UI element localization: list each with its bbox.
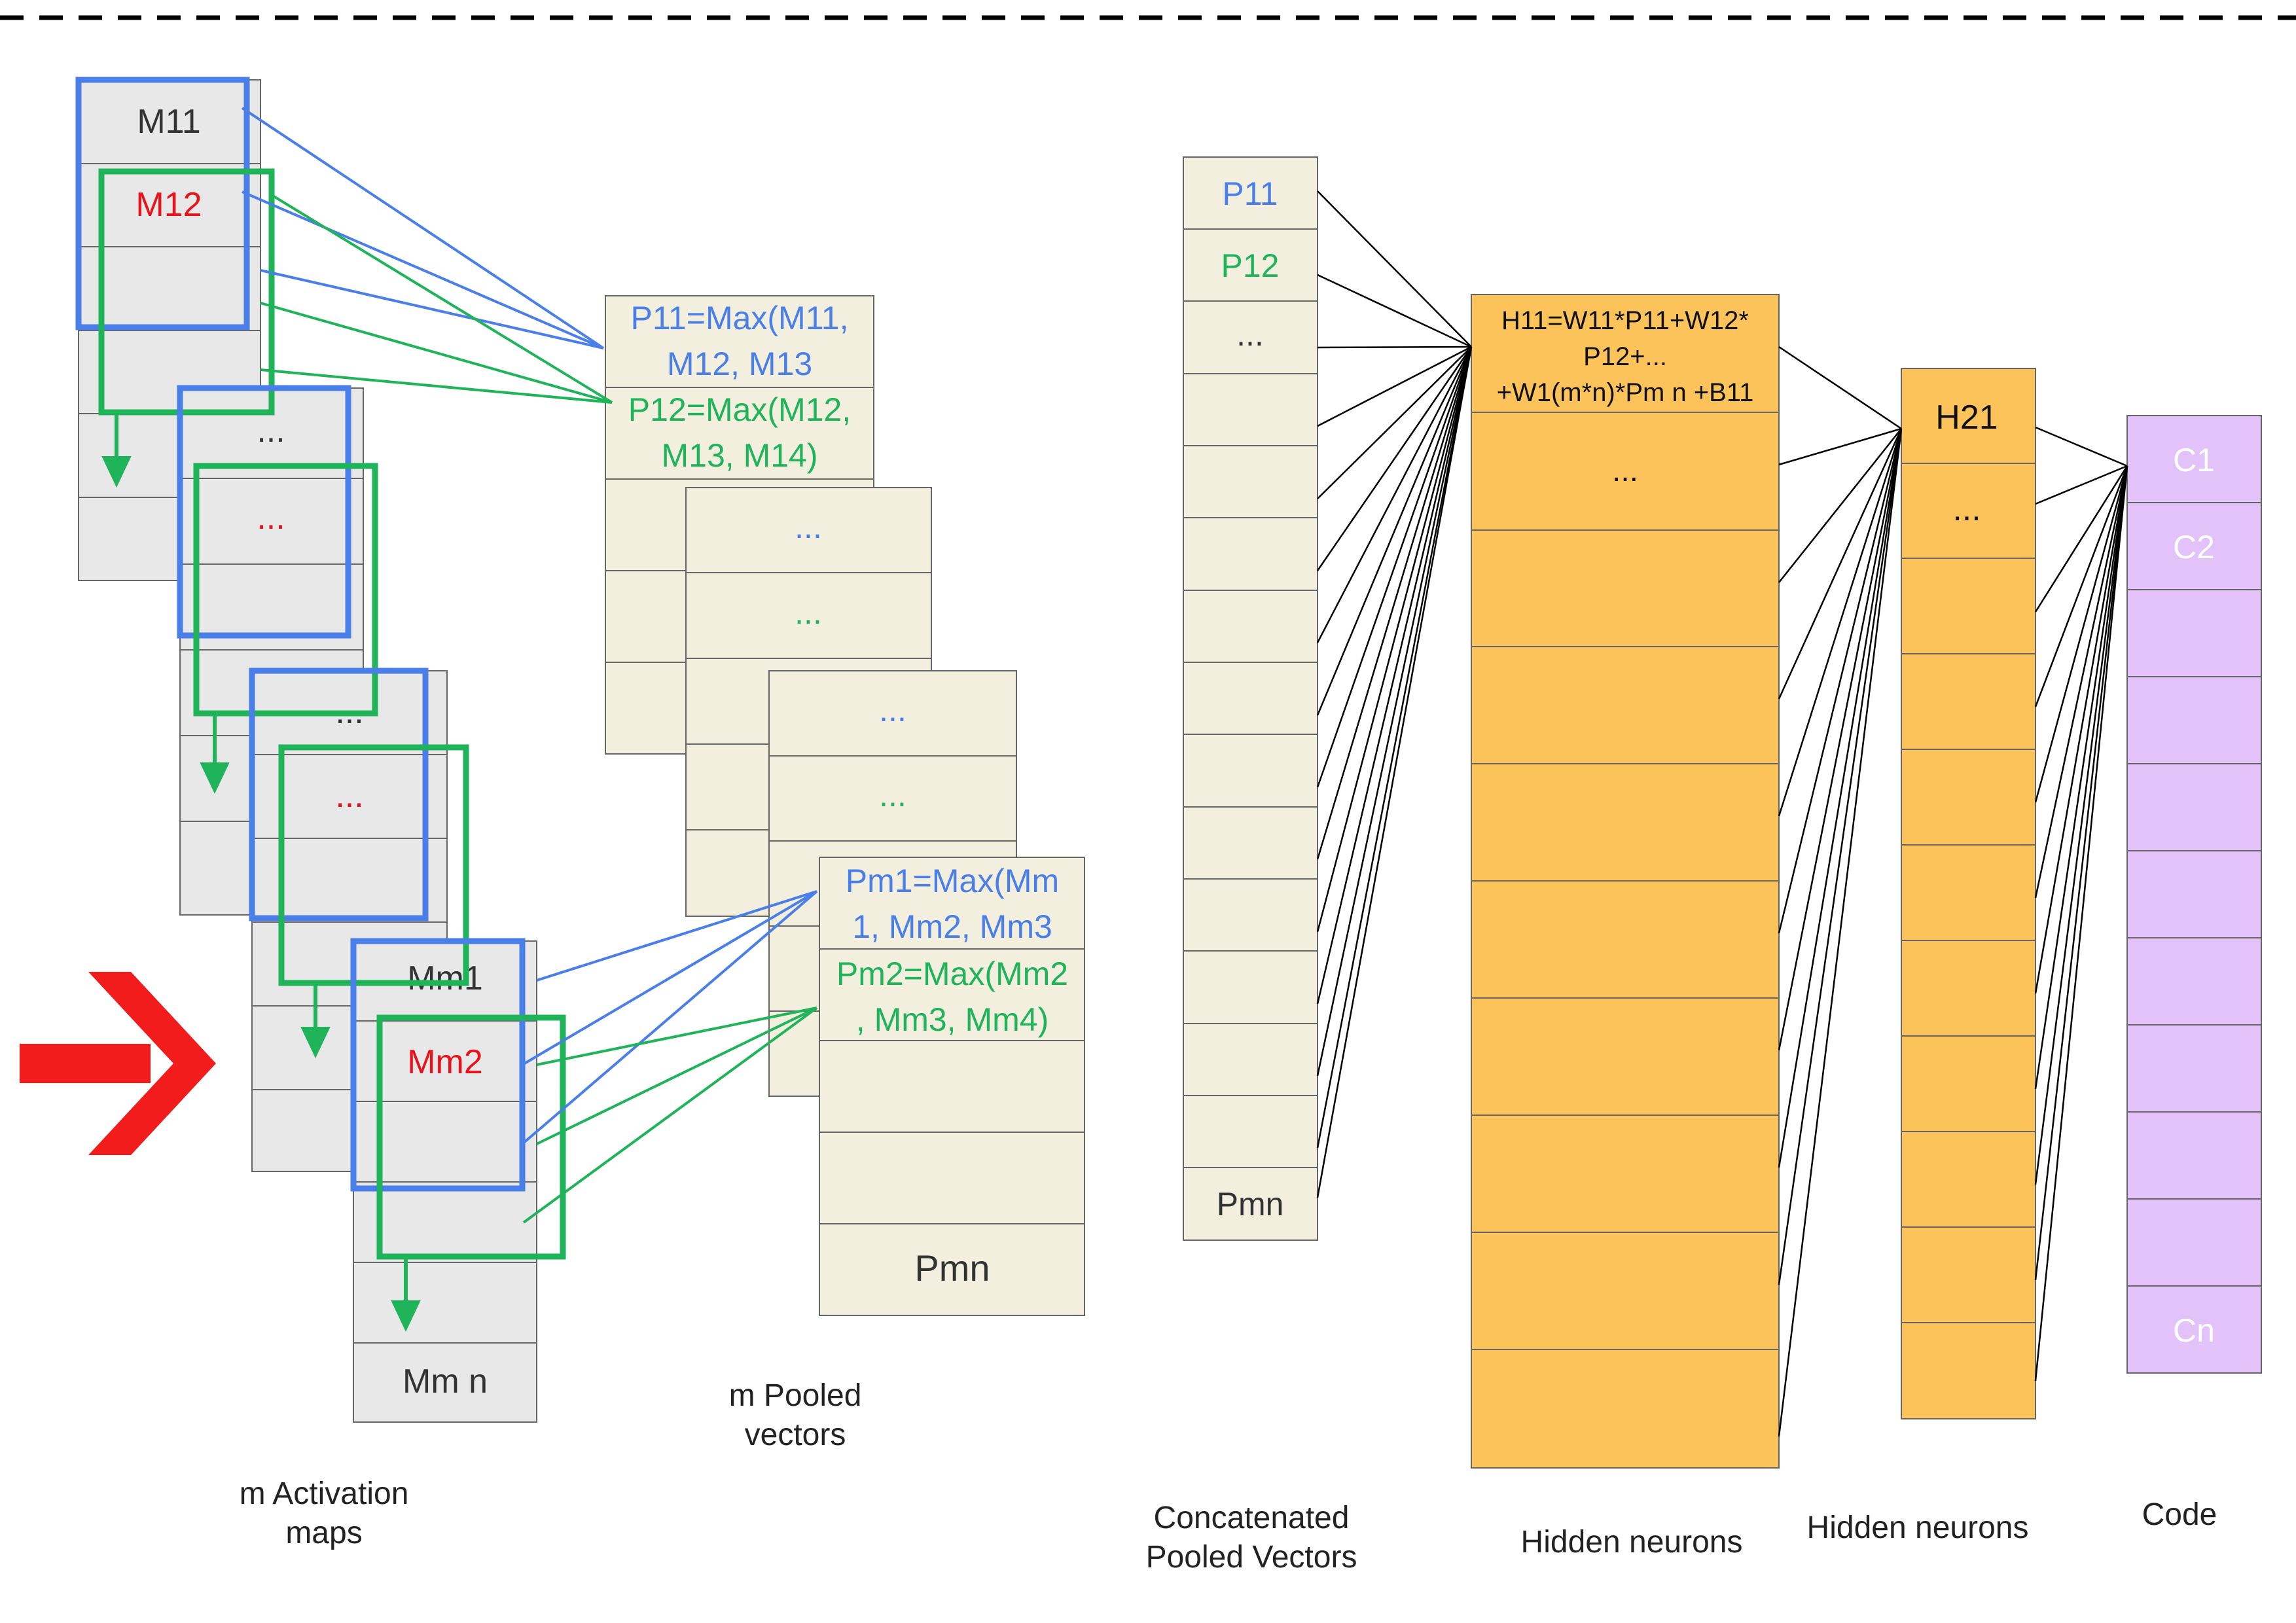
stride-arrow-3: [300, 983, 331, 1059]
map2-row1-label: ...: [257, 412, 285, 450]
caption-pooled-vectors-line1: m Pooled: [729, 1378, 862, 1413]
concat-cell-p12: P12: [1221, 247, 1280, 284]
pooled2-row2: ...: [795, 594, 822, 631]
map1-row2-label: M12: [135, 186, 202, 224]
hidden1-formula-line3: +W1(m*n)*Pm n +B11: [1497, 378, 1754, 407]
pooled-vectors-group: [605, 295, 1085, 1316]
pooled3-row2: ...: [879, 777, 906, 813]
caption-pooled-vectors-line2: vectors: [745, 1418, 846, 1452]
hidden1-second-cell: ...: [1612, 454, 1638, 488]
caption-activation-maps-line2: maps: [285, 1516, 362, 1550]
pooled2-row1: ...: [795, 508, 822, 545]
pooled1-line3: P12=Max(M12,: [628, 391, 851, 428]
map4-last-label: Mm n: [403, 1363, 488, 1400]
map3-row2-label: ...: [335, 777, 363, 815]
code-cell-c1: C1: [2173, 442, 2215, 478]
hidden-layer-1: [1471, 294, 1780, 1469]
stride-arrow-1: [101, 412, 132, 488]
code-cell-cn: Cn: [2173, 1312, 2215, 1349]
fc-connections: [1316, 190, 2128, 1437]
map1-green-window: [98, 168, 275, 416]
code-layer: [2126, 415, 2262, 1374]
pooled-vector-last: [819, 857, 1085, 1316]
concat-cell-p11: P11: [1222, 175, 1278, 212]
stride-arrow-2: [200, 713, 230, 794]
map4-row2-label: Mm2: [407, 1043, 483, 1081]
concat-cell-ellipsis: ...: [1236, 316, 1264, 353]
pooled-last-line1: Pm1=Max(Mm: [846, 863, 1059, 899]
pooled-last-line4: , Mm3, Mm4): [856, 1001, 1049, 1038]
hidden-layer-2: [1901, 368, 2036, 1419]
map1-row1-label: M11: [137, 103, 200, 141]
pooled-last-line2: 1, Mm2, Mm3: [852, 908, 1052, 945]
hidden1-formula-line2: P12+...: [1583, 342, 1667, 371]
caption-concatenated-line2: Pooled Vectors: [1146, 1540, 1357, 1575]
map4-row1-label: Mm1: [407, 959, 483, 997]
pooled1-line4: M13, M14): [662, 437, 818, 474]
caption-code: Code: [2142, 1497, 2217, 1532]
concat-cell-pmn: Pmn: [1217, 1186, 1284, 1222]
map1-blue-window: [75, 77, 250, 330]
map2-blue-window: [177, 385, 351, 639]
caption-concatenated-line1: Concatenated: [1154, 1501, 1350, 1535]
code-cell-c2: C2: [2173, 529, 2215, 565]
map2-row2-label: ...: [257, 499, 285, 537]
concatenated-vector: [1183, 156, 1318, 1241]
stride-arrow-4: [391, 1257, 421, 1332]
pooled3-row1: ...: [879, 692, 906, 728]
caption-activation-maps-line1: m Activation: [240, 1476, 409, 1511]
map2-green-window: [193, 463, 378, 717]
map3-green-window: [278, 744, 469, 986]
caption-hidden1: Hidden neurons: [1521, 1525, 1743, 1560]
caption-hidden2: Hidden neurons: [1807, 1510, 2029, 1545]
pooled-last-line3: Pm2=Max(Mm2: [836, 955, 1068, 992]
pooled-last-bottom: Pmn: [914, 1247, 990, 1289]
hidden2-cell-h21: H21: [1935, 399, 1998, 437]
red-direction-arrow-icon: [20, 972, 216, 1155]
hidden1-formula-line1: H11=W11*P11+W12*: [1501, 306, 1749, 335]
hidden2-cell-ellipsis: ...: [1952, 490, 1981, 528]
pooled1-line1: P11=Max(M11,: [630, 300, 848, 336]
map3-blue-window: [249, 668, 429, 921]
map4-green-window: [376, 1014, 566, 1260]
pooled1-line2: M12, M13: [667, 346, 812, 382]
activation-map-4: [353, 940, 537, 1423]
